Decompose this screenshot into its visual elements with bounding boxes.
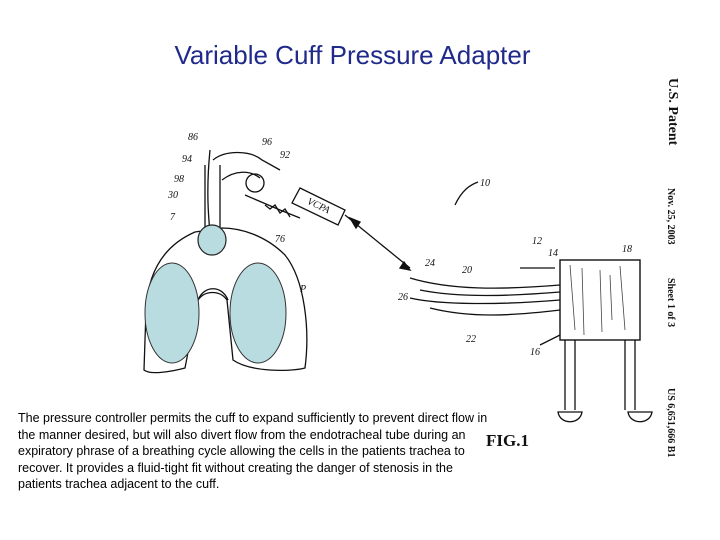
sidebar-sheet: Sheet 1 of 3 (665, 278, 676, 328)
ref-30: 30 (167, 190, 178, 201)
caption-text: The pressure controller permits the cuff… (18, 411, 488, 491)
patent-sidebar: U.S. Patent Nov. 25, 2003 Sheet 1 of 3 U… (648, 78, 688, 478)
ref-96: 96 (262, 137, 272, 148)
ref-14: 14 (548, 248, 558, 259)
ref-98: 98 (174, 174, 184, 185)
foot-left (557, 411, 583, 423)
vcpa-body (291, 187, 346, 226)
sidebar-number: US 6,651,666 B1 (665, 388, 676, 458)
lower-tube (221, 171, 261, 181)
ref-24: 24 (425, 258, 435, 269)
ref-16: 16 (530, 347, 540, 358)
box-shading (569, 264, 626, 336)
ref-76: 76 (275, 234, 285, 245)
fig-label: FIG.1 (486, 431, 529, 450)
tube-26 (409, 297, 561, 305)
ref-7: 7 (170, 212, 176, 223)
leg-left (564, 340, 576, 410)
diaphragm-line (197, 288, 229, 301)
tube-24 (409, 277, 561, 289)
ref-94: 94 (182, 154, 192, 165)
ref-p: P (299, 284, 306, 295)
page-title: Variable Cuff Pressure Adapter (174, 40, 531, 70)
sidebar-date: Nov. 25, 2003 (665, 188, 676, 245)
ref-18: 18 (622, 244, 632, 255)
arrow-b (398, 260, 412, 271)
tube-20 (419, 289, 561, 297)
valve-connector (245, 173, 265, 193)
ref-20: 20 (462, 265, 472, 276)
ref-86: 86 (188, 132, 198, 143)
ref-22: 22 (466, 334, 476, 345)
ref-92: 92 (280, 150, 290, 161)
leg-right (624, 340, 636, 410)
left-lung (144, 262, 200, 364)
cuff-balloon (197, 224, 227, 256)
ref-12: 12 (532, 236, 542, 247)
device-label-vcpa: VCPA (305, 196, 332, 216)
right-lung (229, 262, 287, 364)
spring-connector (264, 204, 291, 218)
foot-right (627, 411, 653, 423)
tube-22 (429, 307, 561, 316)
ref-10-leader (454, 181, 479, 206)
side-line (244, 194, 301, 219)
upper-tube (212, 151, 281, 171)
ref-26: 26 (398, 292, 408, 303)
ref-10: 10 (480, 178, 490, 189)
arrow-a (348, 216, 361, 230)
sidebar-office: U.S. Patent (665, 78, 680, 146)
